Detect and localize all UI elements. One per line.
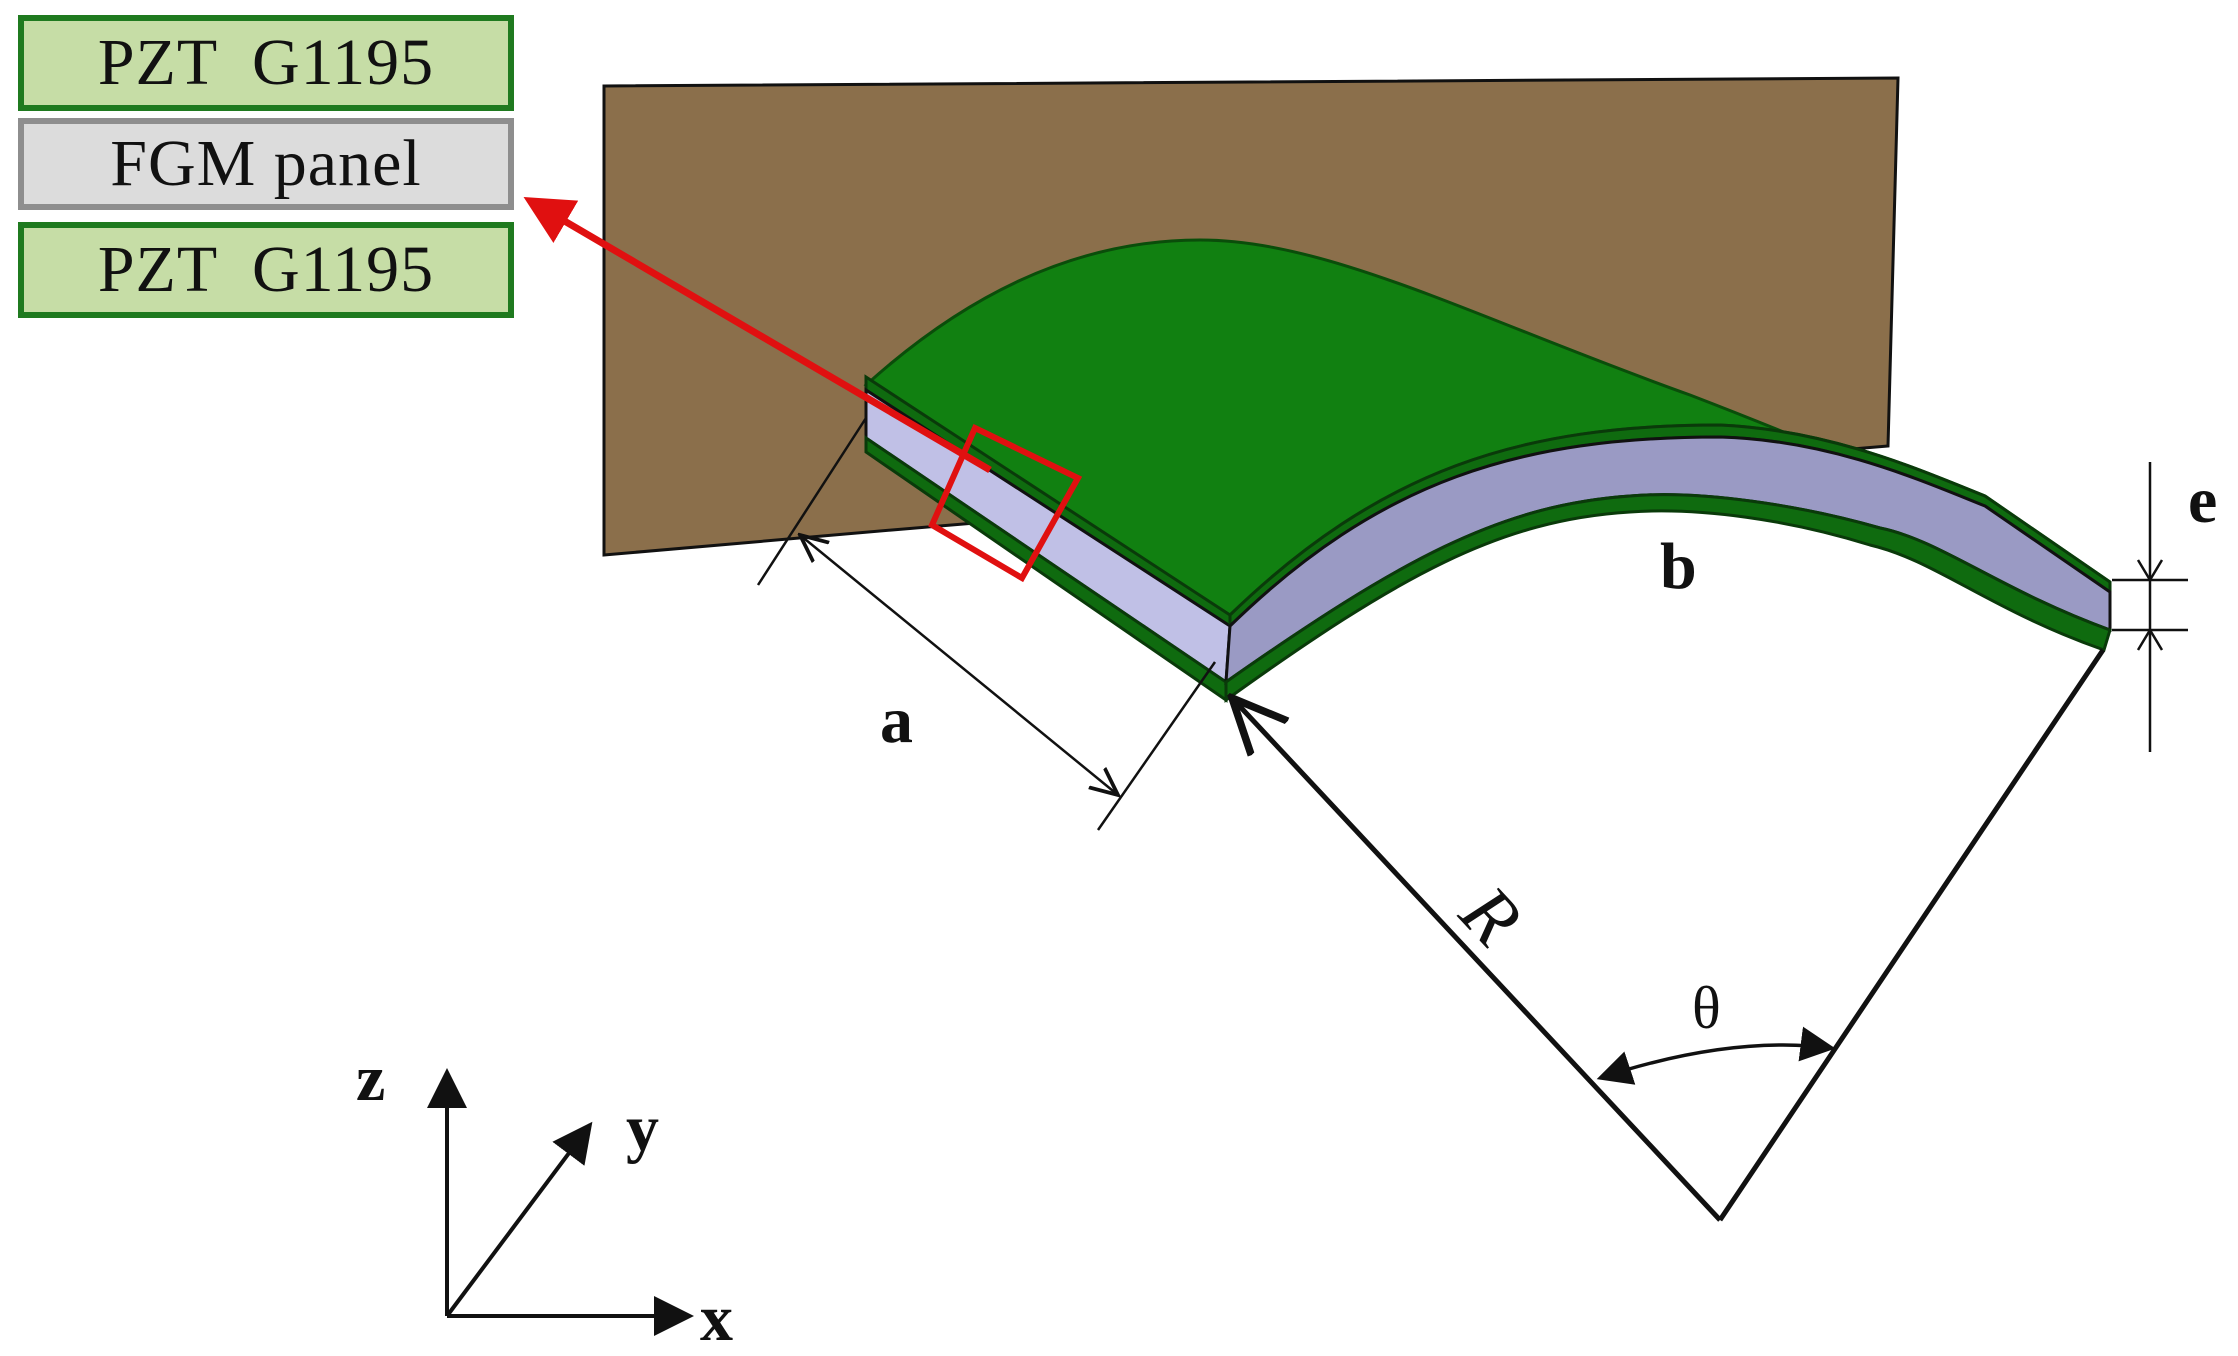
dim-a-arrow — [800, 535, 1118, 795]
dim-a-extension-right — [1096, 661, 1217, 831]
label-axis-y: y — [626, 1092, 659, 1165]
dim-a-extension-left — [756, 417, 868, 586]
label-theta: θ — [1692, 975, 1721, 1041]
radius-line-right — [1717, 648, 2106, 1222]
label-a: a — [880, 684, 913, 757]
legend-bottom-pzt-label: PZT G1195 — [97, 233, 435, 306]
radius-line-left — [1232, 698, 1722, 1222]
legend-top-pzt-label: PZT G1195 — [97, 26, 435, 99]
legend-fgm-panel-label: FGM panel — [110, 127, 422, 200]
label-e: e — [2188, 464, 2217, 537]
axis-y — [445, 1121, 593, 1318]
label-R: R — [1444, 870, 1538, 962]
label-axis-z: z — [356, 1042, 385, 1115]
dim-e-arrowhead-bottom — [2136, 627, 2164, 651]
panel-front-bottom-pzt — [1224, 493, 2112, 703]
legend-bottom-pzt-layer: PZT G1195 — [18, 222, 514, 318]
dim-e-arrowhead-top — [2136, 559, 2164, 583]
angle-arc — [1596, 1026, 1836, 1085]
label-axis-x: x — [700, 1282, 733, 1355]
legend-pointer-arrow — [523, 197, 992, 474]
label-b: b — [1660, 530, 1697, 603]
legend-top-pzt-layer: PZT G1195 — [18, 15, 514, 111]
legend-fgm-panel-layer: FGM panel — [18, 118, 514, 210]
